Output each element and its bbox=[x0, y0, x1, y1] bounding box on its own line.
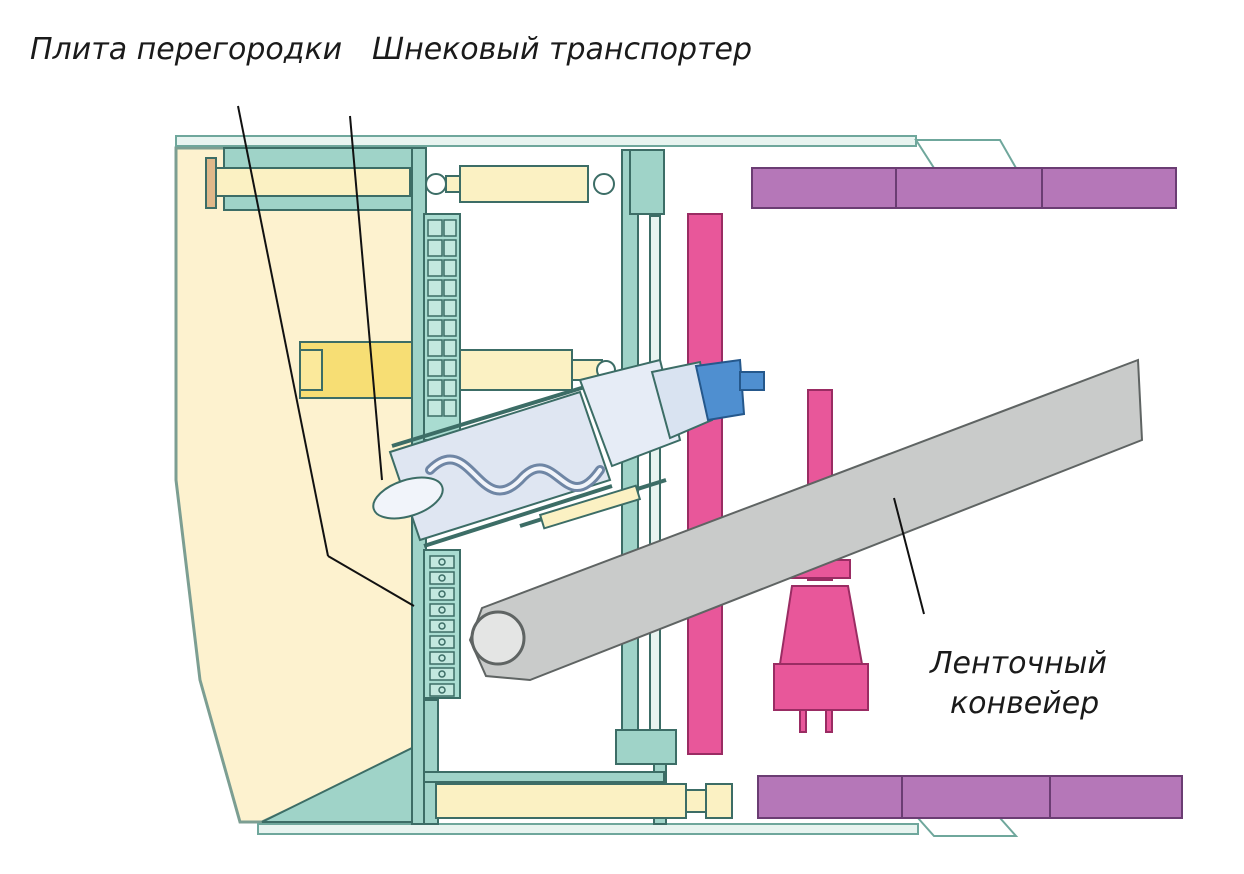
bottom-shell-plate bbox=[257, 823, 919, 835]
screw-motor-shaft bbox=[739, 371, 765, 391]
top-cylinder-left bbox=[213, 167, 411, 197]
top-jack-body bbox=[459, 165, 589, 203]
belt-conveyor bbox=[468, 358, 1144, 682]
lining-segment-bottom-1 bbox=[757, 775, 903, 819]
top-tail-seal bbox=[914, 139, 1018, 169]
bottom-frame-top bbox=[423, 771, 665, 783]
erector-column-inner bbox=[649, 215, 661, 737]
erector-top-block bbox=[629, 149, 665, 215]
magenta-leg-left bbox=[799, 709, 807, 733]
magenta-base bbox=[773, 663, 869, 711]
leader-line-partition-plate-lower bbox=[327, 555, 415, 607]
screw-hydraulic-body bbox=[538, 484, 642, 530]
screw-tip bbox=[372, 476, 444, 520]
label-belt-conveyor-line2: конвейер bbox=[950, 686, 1100, 721]
middle-jack-body bbox=[459, 349, 573, 391]
bottom-tail-seal bbox=[915, 817, 1019, 837]
bottom-strut bbox=[261, 746, 413, 823]
screw-flight-highlight bbox=[428, 457, 602, 493]
top-frame-beam-lower bbox=[223, 195, 421, 211]
erector-beam-magenta bbox=[687, 213, 723, 755]
screw-conveyor bbox=[372, 358, 765, 548]
shield-body bbox=[174, 146, 422, 824]
erector-bottom-block bbox=[615, 729, 677, 765]
screw-casing-bottom bbox=[423, 484, 613, 548]
top-frame-beam bbox=[223, 147, 421, 169]
screw-motor bbox=[694, 358, 746, 422]
lining-segment-top-3 bbox=[1041, 167, 1177, 209]
bottom-jack-rod bbox=[685, 789, 707, 813]
yellow-jack-cap bbox=[299, 349, 323, 391]
top-jack-pin-left bbox=[425, 173, 447, 195]
leader-line-belt-conveyor bbox=[893, 497, 925, 615]
belt-conveyor-arm bbox=[468, 358, 1144, 682]
belt-conveyor-pulley bbox=[470, 610, 526, 666]
label-belt-conveyor: Ленточный конвейер bbox=[930, 644, 1107, 724]
top-cylinder-cap bbox=[205, 157, 217, 209]
leader-line-partition-plate bbox=[237, 105, 329, 557]
lining-segment-bottom-2 bbox=[901, 775, 1051, 819]
bottom-jack-end bbox=[705, 783, 733, 819]
magenta-leg-right bbox=[825, 709, 833, 733]
top-shell-plate bbox=[175, 135, 917, 147]
lining-segment-top-1 bbox=[751, 167, 897, 209]
label-partition-plate: Плита перегородки bbox=[30, 32, 343, 67]
lining-segment-top-2 bbox=[895, 167, 1043, 209]
label-belt-conveyor-line1: Ленточный bbox=[930, 646, 1107, 681]
screw-casing-top bbox=[391, 384, 589, 448]
partition-bolt-grid-lower bbox=[429, 555, 455, 697]
top-jack-pin-right bbox=[593, 173, 615, 195]
partition-bolt-grid-upper bbox=[427, 219, 457, 417]
lining-segment-bottom-3 bbox=[1049, 775, 1183, 819]
magenta-hopper bbox=[778, 585, 864, 665]
partition-lower-web bbox=[423, 699, 439, 825]
bottom-jack-body bbox=[435, 783, 687, 819]
leader-line-screw-conveyor bbox=[349, 115, 383, 481]
label-screw-conveyor: Шнековый транспортер bbox=[372, 32, 753, 67]
